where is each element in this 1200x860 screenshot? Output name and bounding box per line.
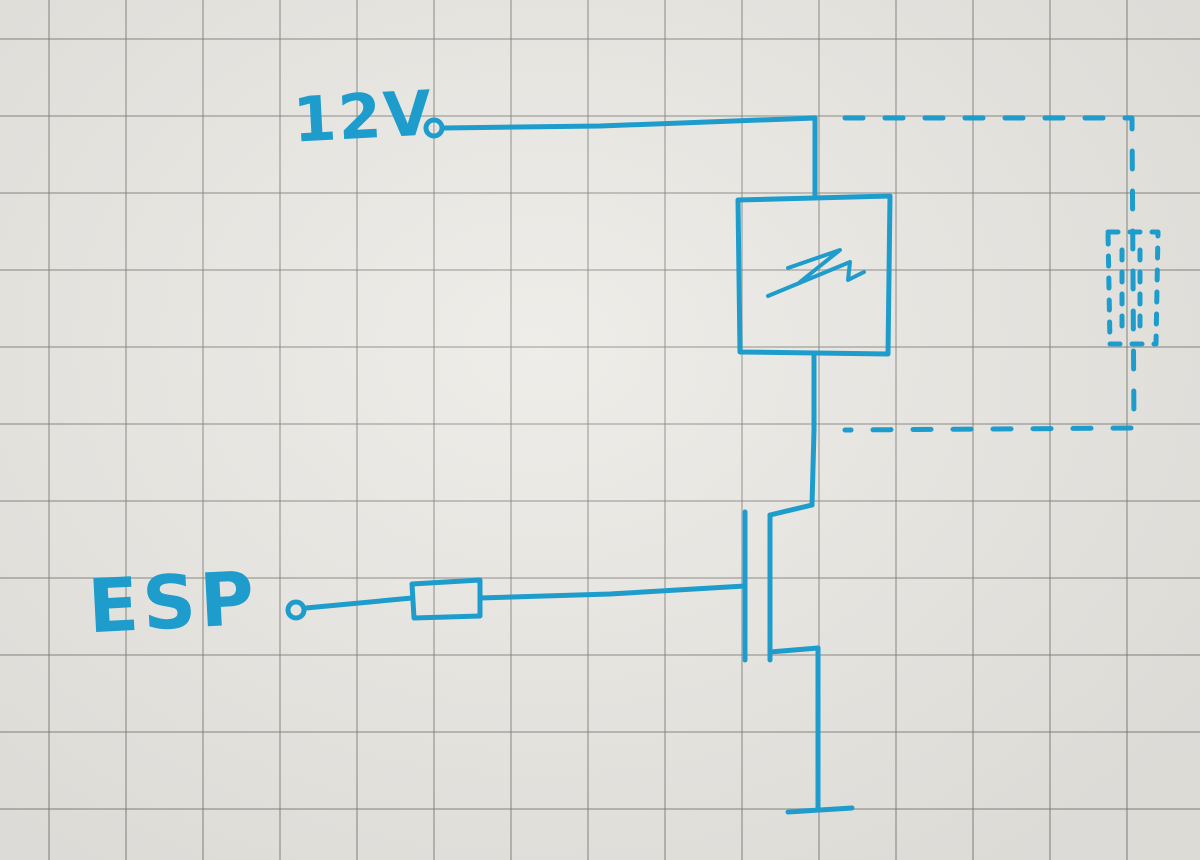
load-symbol-stroke-top <box>786 248 842 284</box>
gate-wire <box>477 583 748 601</box>
supply-wire <box>441 115 818 131</box>
mosfet-drain-lead <box>767 502 815 518</box>
dashed-parallel-branch <box>842 115 1137 433</box>
load-symbol-icon <box>766 248 866 298</box>
controller-label: ESP <box>85 555 261 651</box>
mosfet-icon <box>742 502 821 663</box>
load-to-drain-wire <box>809 353 817 508</box>
supply-label: 12V <box>291 76 436 157</box>
gate-resistor <box>409 577 483 621</box>
esp-wire <box>303 595 415 611</box>
esp-terminal <box>285 599 307 621</box>
load-symbol-stroke-bottom <box>766 260 866 298</box>
load-box <box>735 193 893 357</box>
dashed-component-inner <box>1119 247 1143 333</box>
ground-symbol-icon <box>785 805 855 815</box>
dashed-component-box <box>1105 229 1161 347</box>
mosfet-source-lead <box>767 645 821 655</box>
